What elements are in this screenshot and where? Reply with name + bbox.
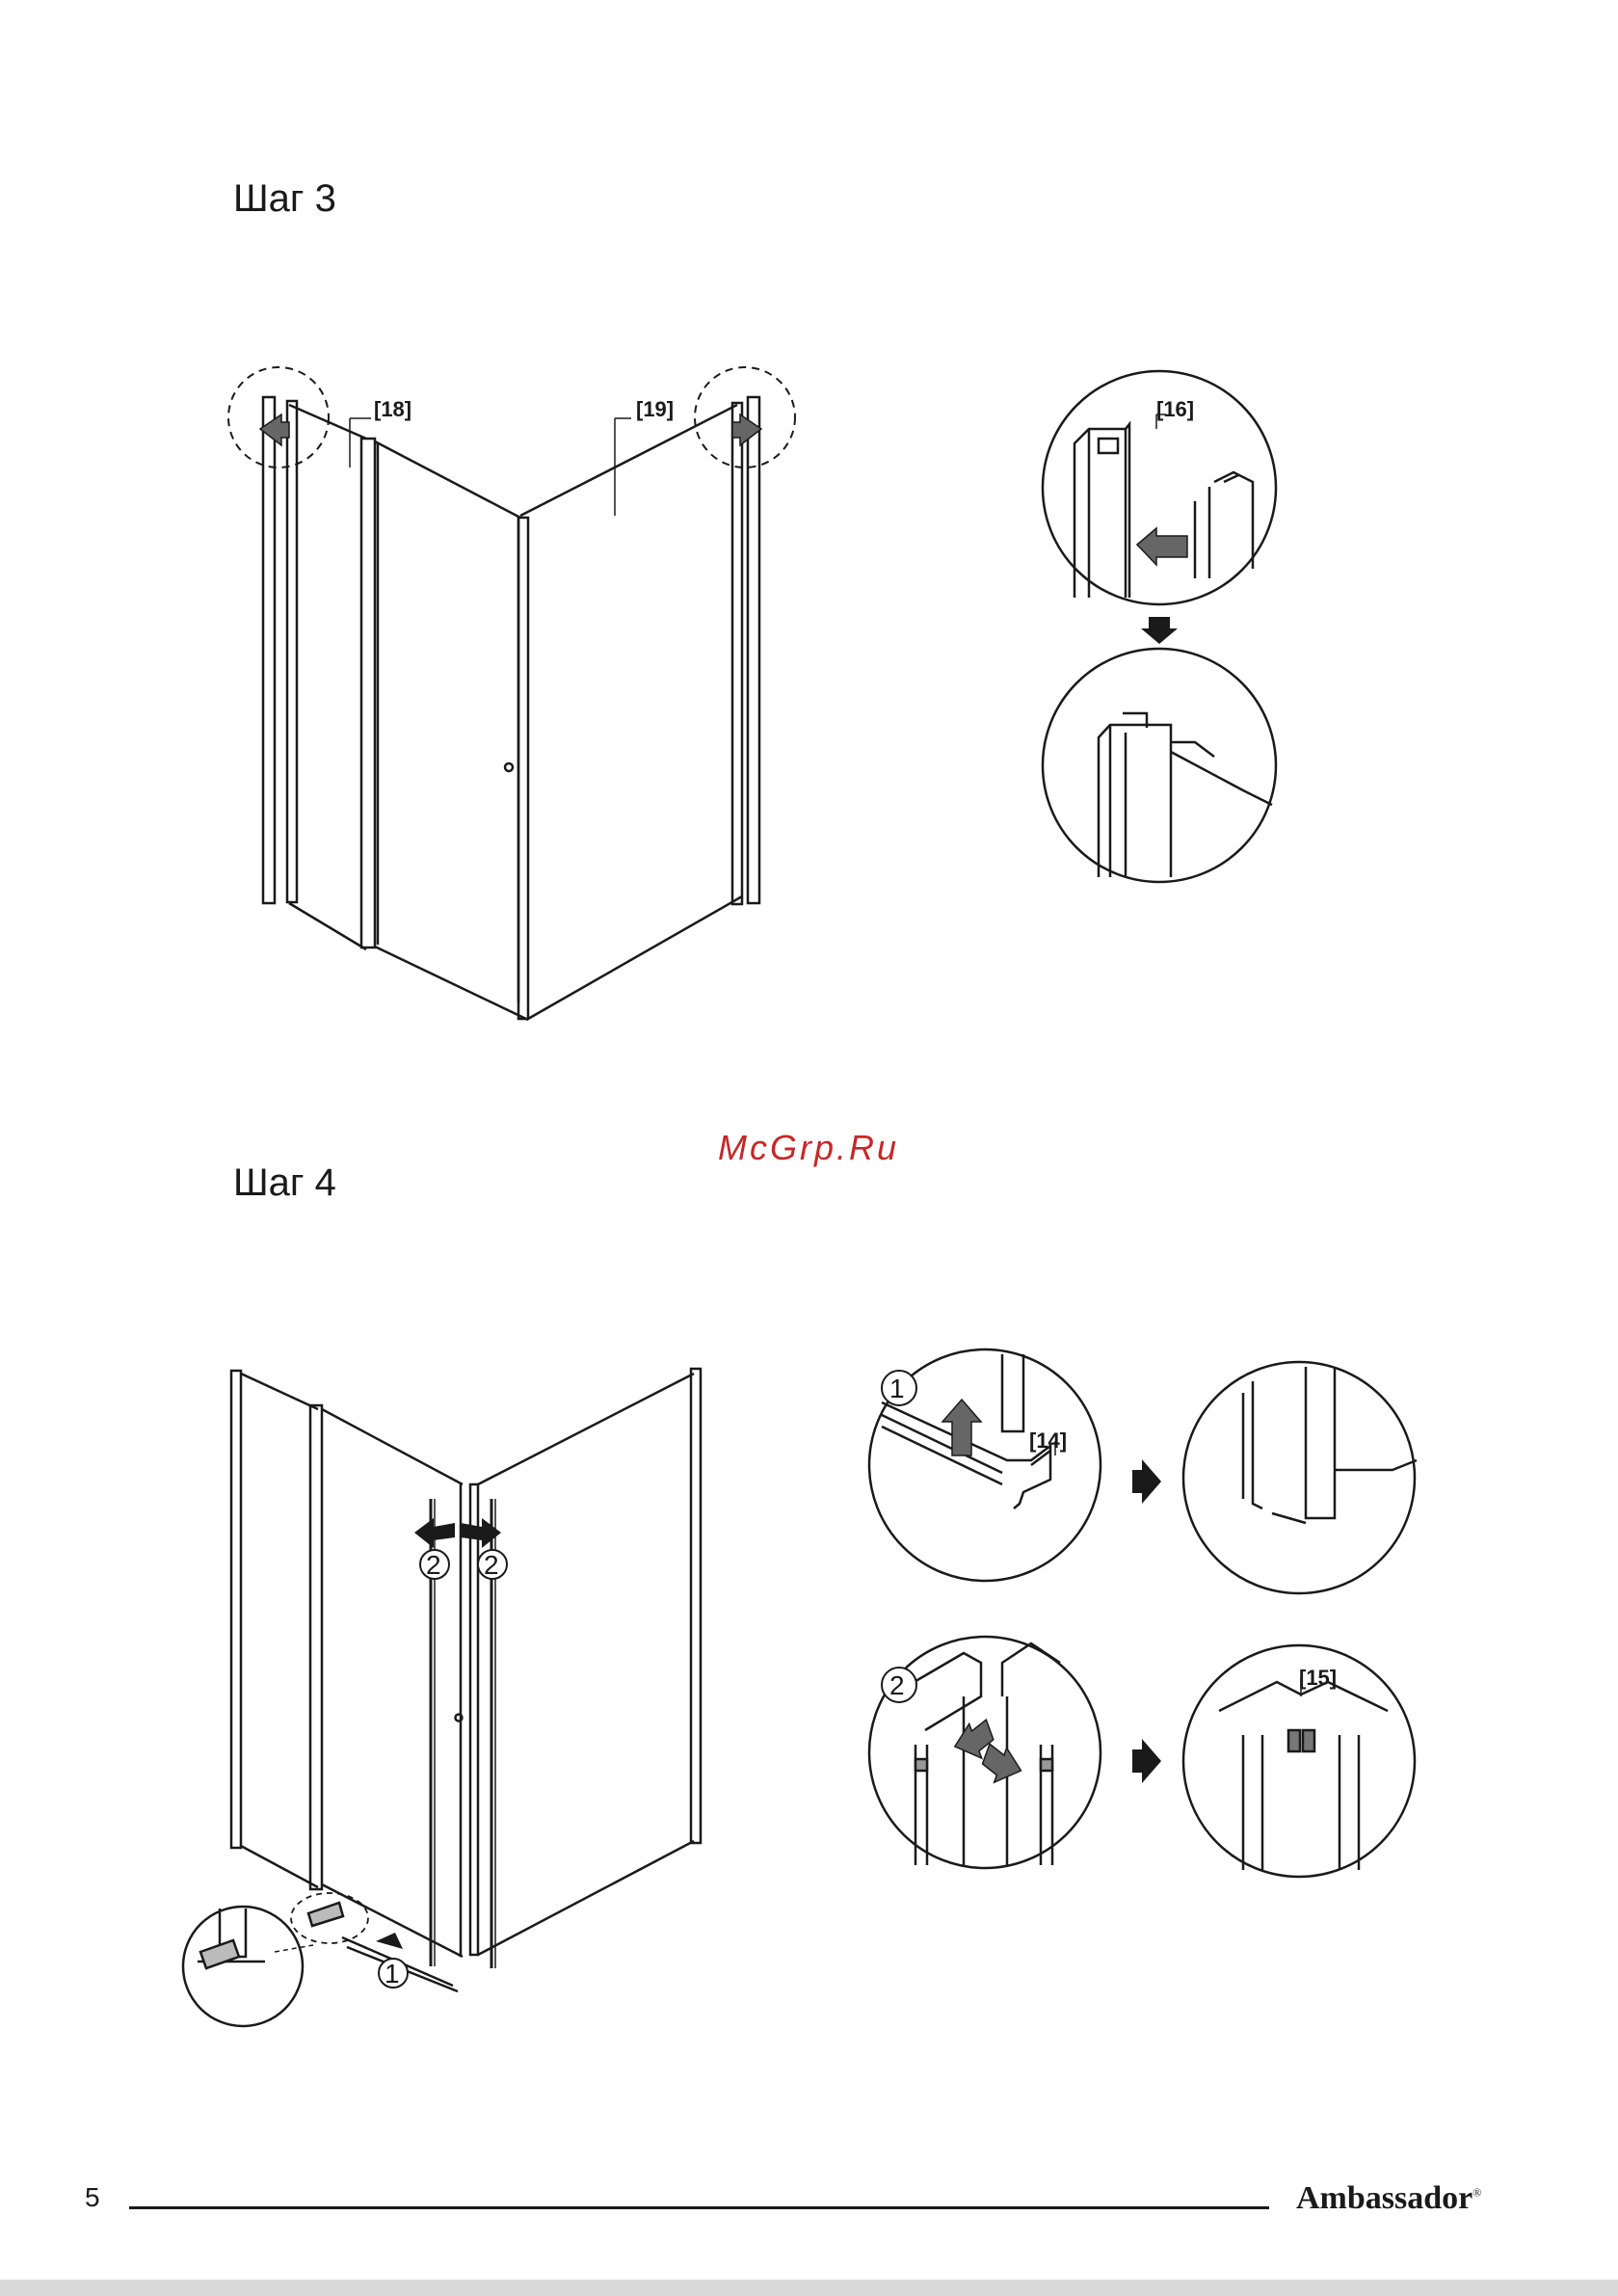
- label-14: [14]: [1029, 1428, 1067, 1453]
- detail-marker-2: 2: [889, 1670, 905, 1700]
- page-number: 5: [85, 2182, 100, 2213]
- next-arrow-icon-2: [1132, 1739, 1161, 1783]
- footer-rule: [129, 2206, 1269, 2209]
- registered-mark: ®: [1472, 2186, 1481, 2200]
- seal-detail-circle-2: [1183, 1362, 1415, 1593]
- detail-marker-1: 1: [889, 1374, 905, 1403]
- label-15: [15]: [1299, 1666, 1337, 1690]
- next-arrow-icon-1: [1132, 1459, 1161, 1504]
- join-arrow-right-icon: [978, 1742, 1027, 1789]
- bottom-band: [0, 2280, 1618, 2296]
- brand-name: Ambassador: [1296, 2180, 1472, 2216]
- brand-logo: Ambassador®: [1296, 2180, 1481, 2217]
